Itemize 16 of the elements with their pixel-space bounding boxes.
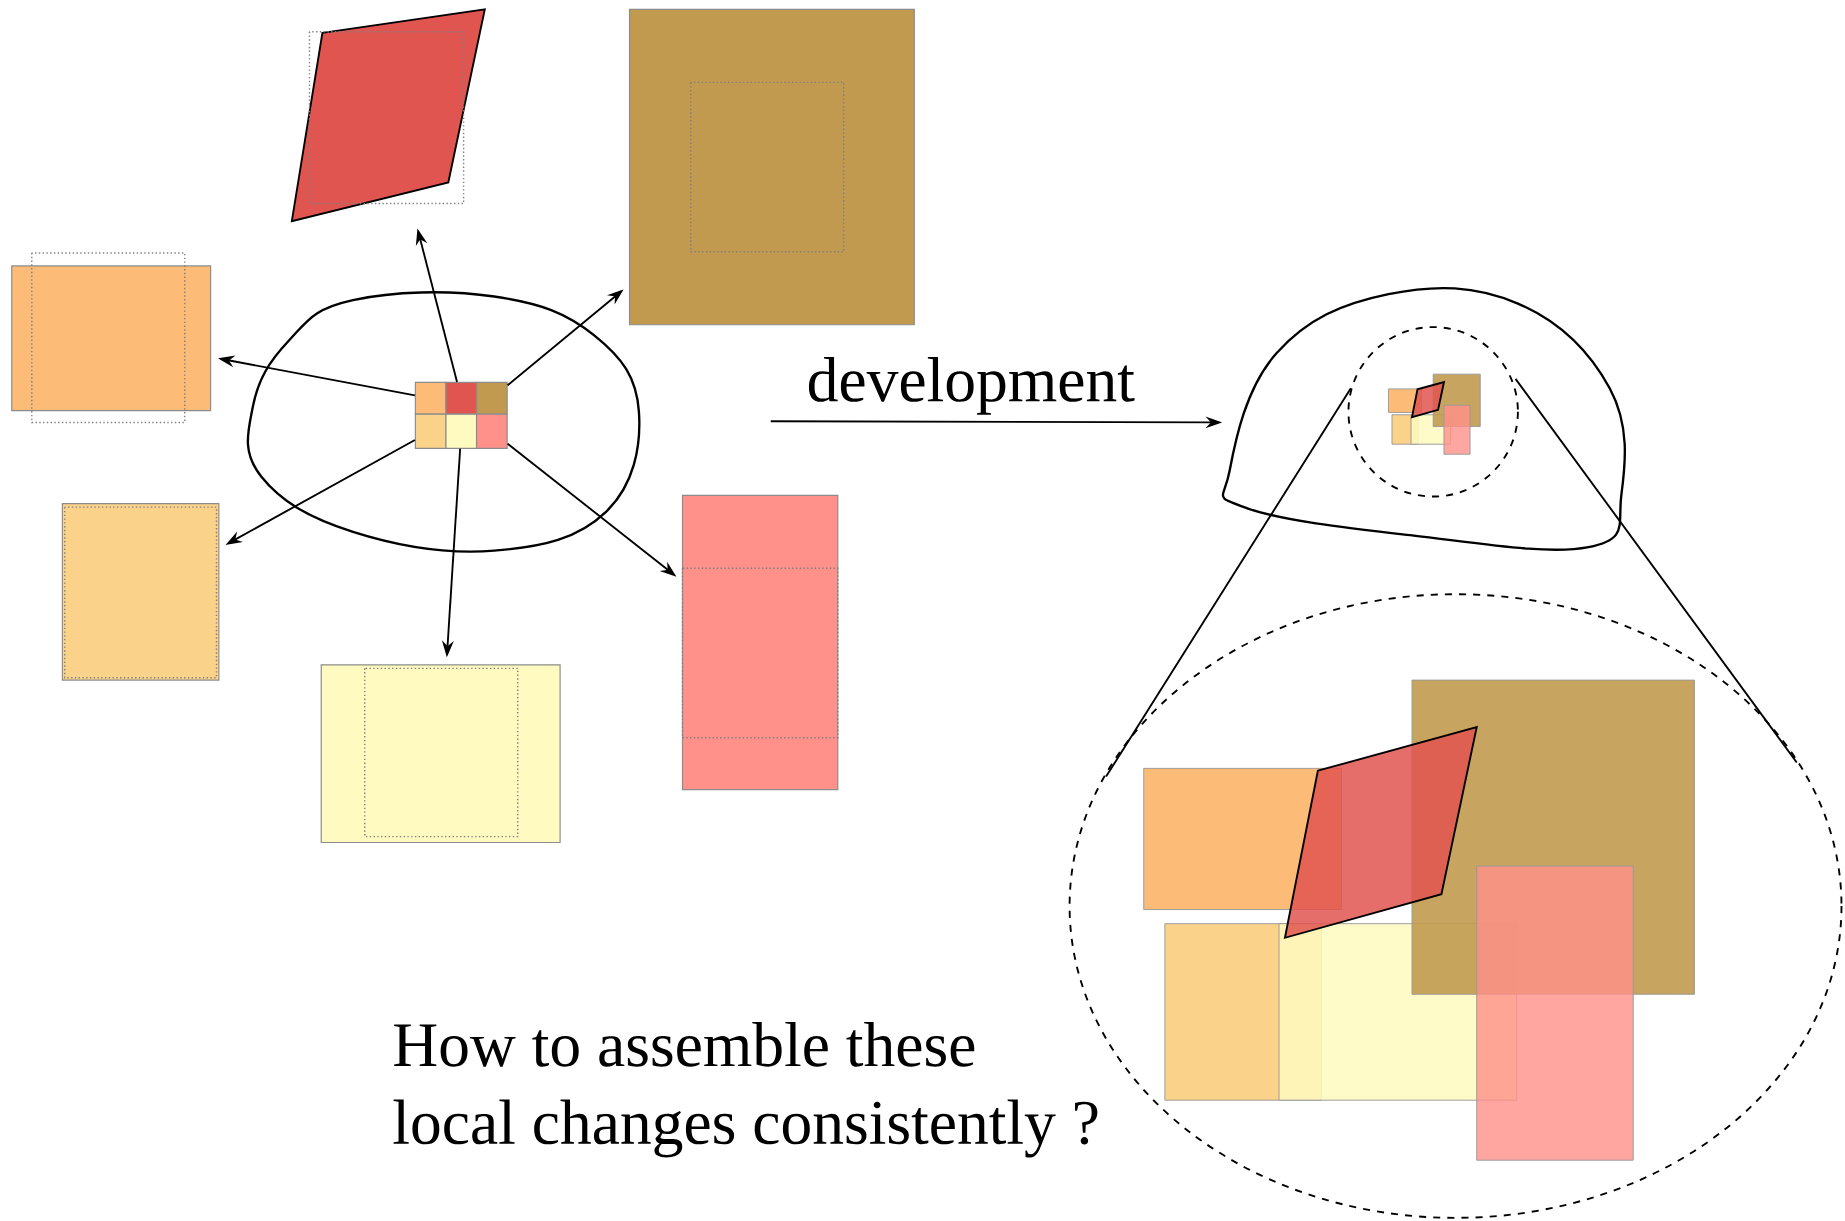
rectangle [475, 413, 508, 449]
edge-label: development [808, 356, 1135, 415]
rectangle [11, 252, 212, 423]
outline-curve [246, 290, 641, 553]
rectangle [445, 413, 478, 449]
question-text: local changes consistently ? [393, 1099, 1098, 1158]
rectangle [475, 381, 508, 415]
question-text: How to assemble these [394, 1021, 975, 1067]
rectangle [445, 381, 478, 415]
rectangle [414, 413, 447, 449]
outline-curve [1221, 286, 1627, 551]
rectangle [61, 502, 220, 681]
rectangle [681, 494, 839, 790]
rectangle [628, 8, 915, 326]
rectangle [320, 664, 561, 843]
rectangle [414, 381, 447, 415]
